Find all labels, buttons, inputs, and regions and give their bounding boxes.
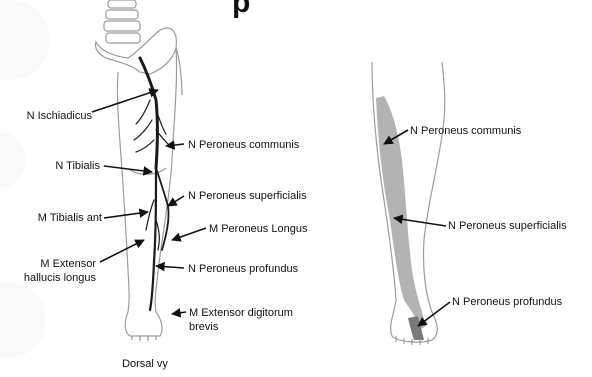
label-n-peroneus-profundus-left: N Peroneus profundus: [188, 263, 298, 275]
right-leg-figure: [372, 62, 445, 345]
label-m-extensor-hallucis-2: hallucis longus: [2, 272, 96, 284]
label-m-peroneus-longus: M Peroneus Longus: [209, 223, 307, 235]
leg-outline: [117, 48, 176, 336]
label-n-peroneus-communis-right: N Peroneus communis: [410, 125, 521, 137]
label-n-peroneus-communis-left: N Peroneus communis: [188, 139, 299, 151]
label-m-tibialis-ant: M Tibialis ant: [2, 212, 102, 224]
label-m-extensor-digitorum-2: brevis: [189, 321, 218, 333]
spine-illustration: [104, 0, 140, 43]
background-decoration: [0, 0, 50, 358]
label-n-peroneus-superficialis-left: N Peroneus superficialis: [188, 190, 307, 202]
label-n-tibialis: N Tibialis: [2, 160, 100, 172]
label-n-peroneus-profundus-right: N Peroneus profundus: [452, 296, 562, 308]
heading-fragment: p: [232, 0, 250, 20]
label-n-peroneus-superficialis-right: N Peroneus superficialis: [448, 220, 567, 232]
label-dorsal-vy: Dorsal vy: [110, 358, 180, 370]
label-n-ischiadicus: N Ischiadicus: [2, 110, 92, 122]
label-m-extensor-hallucis-1: M Extensor: [2, 258, 96, 270]
label-m-extensor-digitorum-1: M Extensor digitorum: [189, 307, 293, 319]
